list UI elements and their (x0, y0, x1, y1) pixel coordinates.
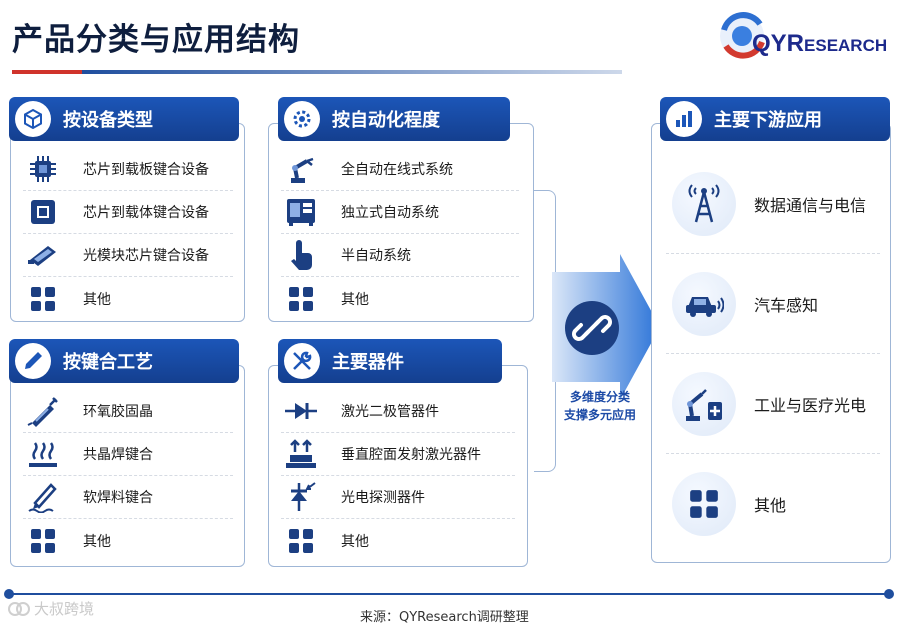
list-item: 其他 (281, 277, 519, 320)
card-header: 主要器件 (278, 339, 502, 383)
footer-line (8, 593, 892, 595)
card-header: 主要下游应用 (660, 97, 890, 141)
grid-icon (672, 472, 736, 536)
list-item: 工业与医疗光电 (666, 354, 880, 454)
list-item: 软焊料键合 (23, 476, 233, 519)
card-automation-level: 按自动化程度 全自动在线式系统 独立式自动系统 半自动系统 其他 (268, 97, 534, 322)
center-caption: 多维度分类 支撑多元应用 (563, 390, 636, 422)
bar-chart-icon (666, 101, 702, 137)
list-item: 独立式自动系统 (281, 191, 519, 234)
list-item: 光模块芯片键合设备 (23, 234, 233, 277)
grid-icon (23, 524, 63, 558)
cabinet-icon (281, 195, 321, 229)
footer-dot-left (4, 589, 14, 599)
heat-icon (23, 437, 63, 471)
list-item: 芯片到载板键合设备 (23, 148, 233, 191)
card-downstream-applications: 主要下游应用 数据通信与电信 汽车感知 工业与医疗光电 其他 (651, 97, 891, 563)
card-equipment-type: 按设备类型 芯片到载板键合设备 芯片到载体键合设备 光模块芯片键合设备 其他 (9, 97, 245, 322)
photodetector-icon (281, 480, 321, 514)
tools-icon (284, 343, 320, 379)
substrate-icon (23, 195, 63, 229)
title-underline (12, 70, 622, 74)
logo-wordmark: QYRESEARCH (752, 30, 888, 57)
syringe-icon (23, 394, 63, 428)
footer-dot-right (884, 589, 894, 599)
list-item: 共晶焊键合 (23, 433, 233, 476)
list-item: 其他 (666, 454, 880, 554)
watermark-icon (8, 601, 30, 616)
robot-medical-icon (672, 371, 736, 436)
card-main-devices: 主要器件 激光二极管器件 垂直腔面发射激光器件 光电探测器件 其他 (268, 339, 528, 567)
dropper-icon (15, 343, 51, 379)
card-header: 按设备类型 (9, 97, 239, 141)
list-item: 垂直腔面发射激光器件 (281, 433, 515, 476)
vcsel-icon (281, 437, 321, 471)
robot-arm-icon (281, 152, 321, 186)
car-icon (672, 271, 736, 336)
cube-icon (15, 101, 51, 137)
list-item: 汽车感知 (666, 254, 880, 354)
list-item: 芯片到载体键合设备 (23, 191, 233, 234)
card-bonding-process: 按键合工艺 环氧胶固晶 共晶焊键合 软焊料键合 其他 (9, 339, 245, 567)
list-item: 其他 (23, 277, 233, 320)
grid-icon (23, 282, 63, 316)
list-item: 数据通信与电信 (666, 154, 880, 254)
chip-icon (23, 152, 63, 186)
link-icon (565, 301, 619, 355)
list-item: 环氧胶固晶 (23, 390, 233, 433)
grid-icon (281, 282, 321, 316)
grid-icon (281, 524, 321, 558)
gear-icon (284, 101, 320, 137)
watermark: 大叔跨境 (8, 598, 94, 619)
source-note: 来源：QYResearch调研整理 (360, 610, 529, 625)
card-header: 按自动化程度 (278, 97, 510, 141)
list-item: 半自动系统 (281, 234, 519, 277)
list-item: 其他 (23, 519, 233, 562)
page-title: 产品分类与应用结构 (12, 22, 300, 58)
card-header: 按键合工艺 (9, 339, 239, 383)
list-item: 光电探测器件 (281, 476, 515, 519)
optical-module-icon (23, 238, 63, 272)
list-item: 全自动在线式系统 (281, 148, 519, 191)
list-item: 激光二极管器件 (281, 390, 515, 433)
solder-pen-icon (23, 480, 63, 514)
laser-diode-icon (281, 394, 321, 428)
list-item: 其他 (281, 519, 515, 562)
signal-tower-icon (672, 171, 736, 236)
hand-pointer-icon (281, 238, 321, 272)
qyresearch-logo (720, 12, 765, 59)
